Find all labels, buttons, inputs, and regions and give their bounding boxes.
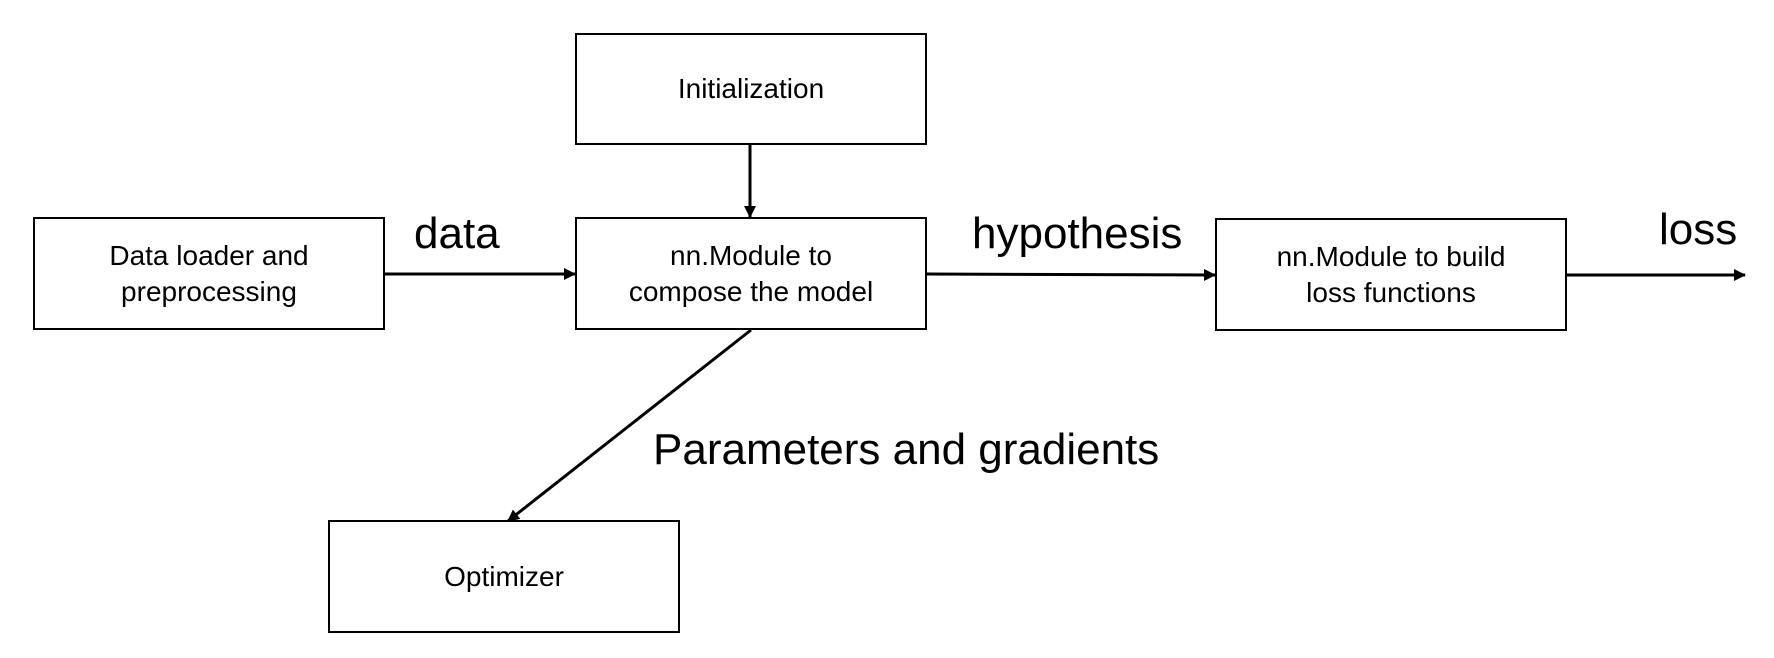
loss-module-box: nn.Module to build loss functions [1215,218,1567,331]
loss-module-label-line-1: nn.Module to build [1276,240,1506,272]
initialization-label: Initialization [677,73,825,104]
arrow-params-to-optimizer [507,328,752,523]
edge-label-data: data [414,209,500,258]
edge-label-hypothesis: hypothesis [972,209,1183,258]
data-loader-label-line-1: Data loader and [109,239,309,271]
model-label-line-1: nn.Module to [670,239,832,271]
model-label-line-2: compose the model [628,275,874,307]
arrow-hypothesis [924,268,1216,281]
optimizer-box: Optimizer [328,520,680,633]
data-loader-box: Data loader and preprocessing [33,217,385,330]
data-loader-label-line-2: preprocessing [121,275,297,307]
initialization-box: Initialization [575,33,927,145]
edge-label-loss: loss [1659,205,1738,254]
optimizer-label: Optimizer [444,560,564,592]
model-box: nn.Module to compose the model [575,217,927,330]
loss-module-label-line-2: loss functions [1306,276,1476,308]
edge-label-parameters-and-gradients: Parameters and gradients [653,425,1160,474]
